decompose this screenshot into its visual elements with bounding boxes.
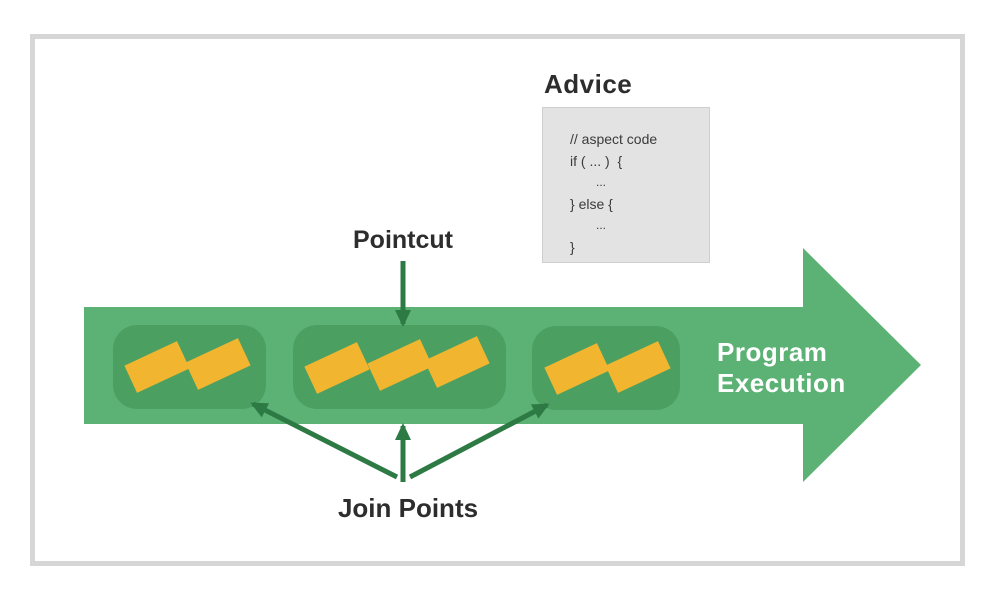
advice-code-box: // aspect code if ( ... ) { ... } else {… [542,107,710,263]
program-execution-label: Program Execution [717,337,846,399]
join-points-label: Join Points [337,493,479,523]
code-line: if ( ... ) { [570,152,623,169]
advice-title: Advice [544,69,633,99]
program-execution-line2: Execution [717,368,846,398]
code-line: ... [596,218,607,232]
code-line: // aspect code [570,131,658,147]
join-point-group [113,325,266,409]
code-line: } [570,238,575,255]
code-line: ... [596,175,607,189]
join-arrow-right [408,402,550,480]
join-point-group [293,325,506,409]
code-line: } else { [570,195,613,212]
join-arrow-left [250,401,399,480]
join-point-group [532,326,680,410]
program-execution-line1: Program [717,337,828,367]
pointcut-label: Pointcut [353,226,453,254]
